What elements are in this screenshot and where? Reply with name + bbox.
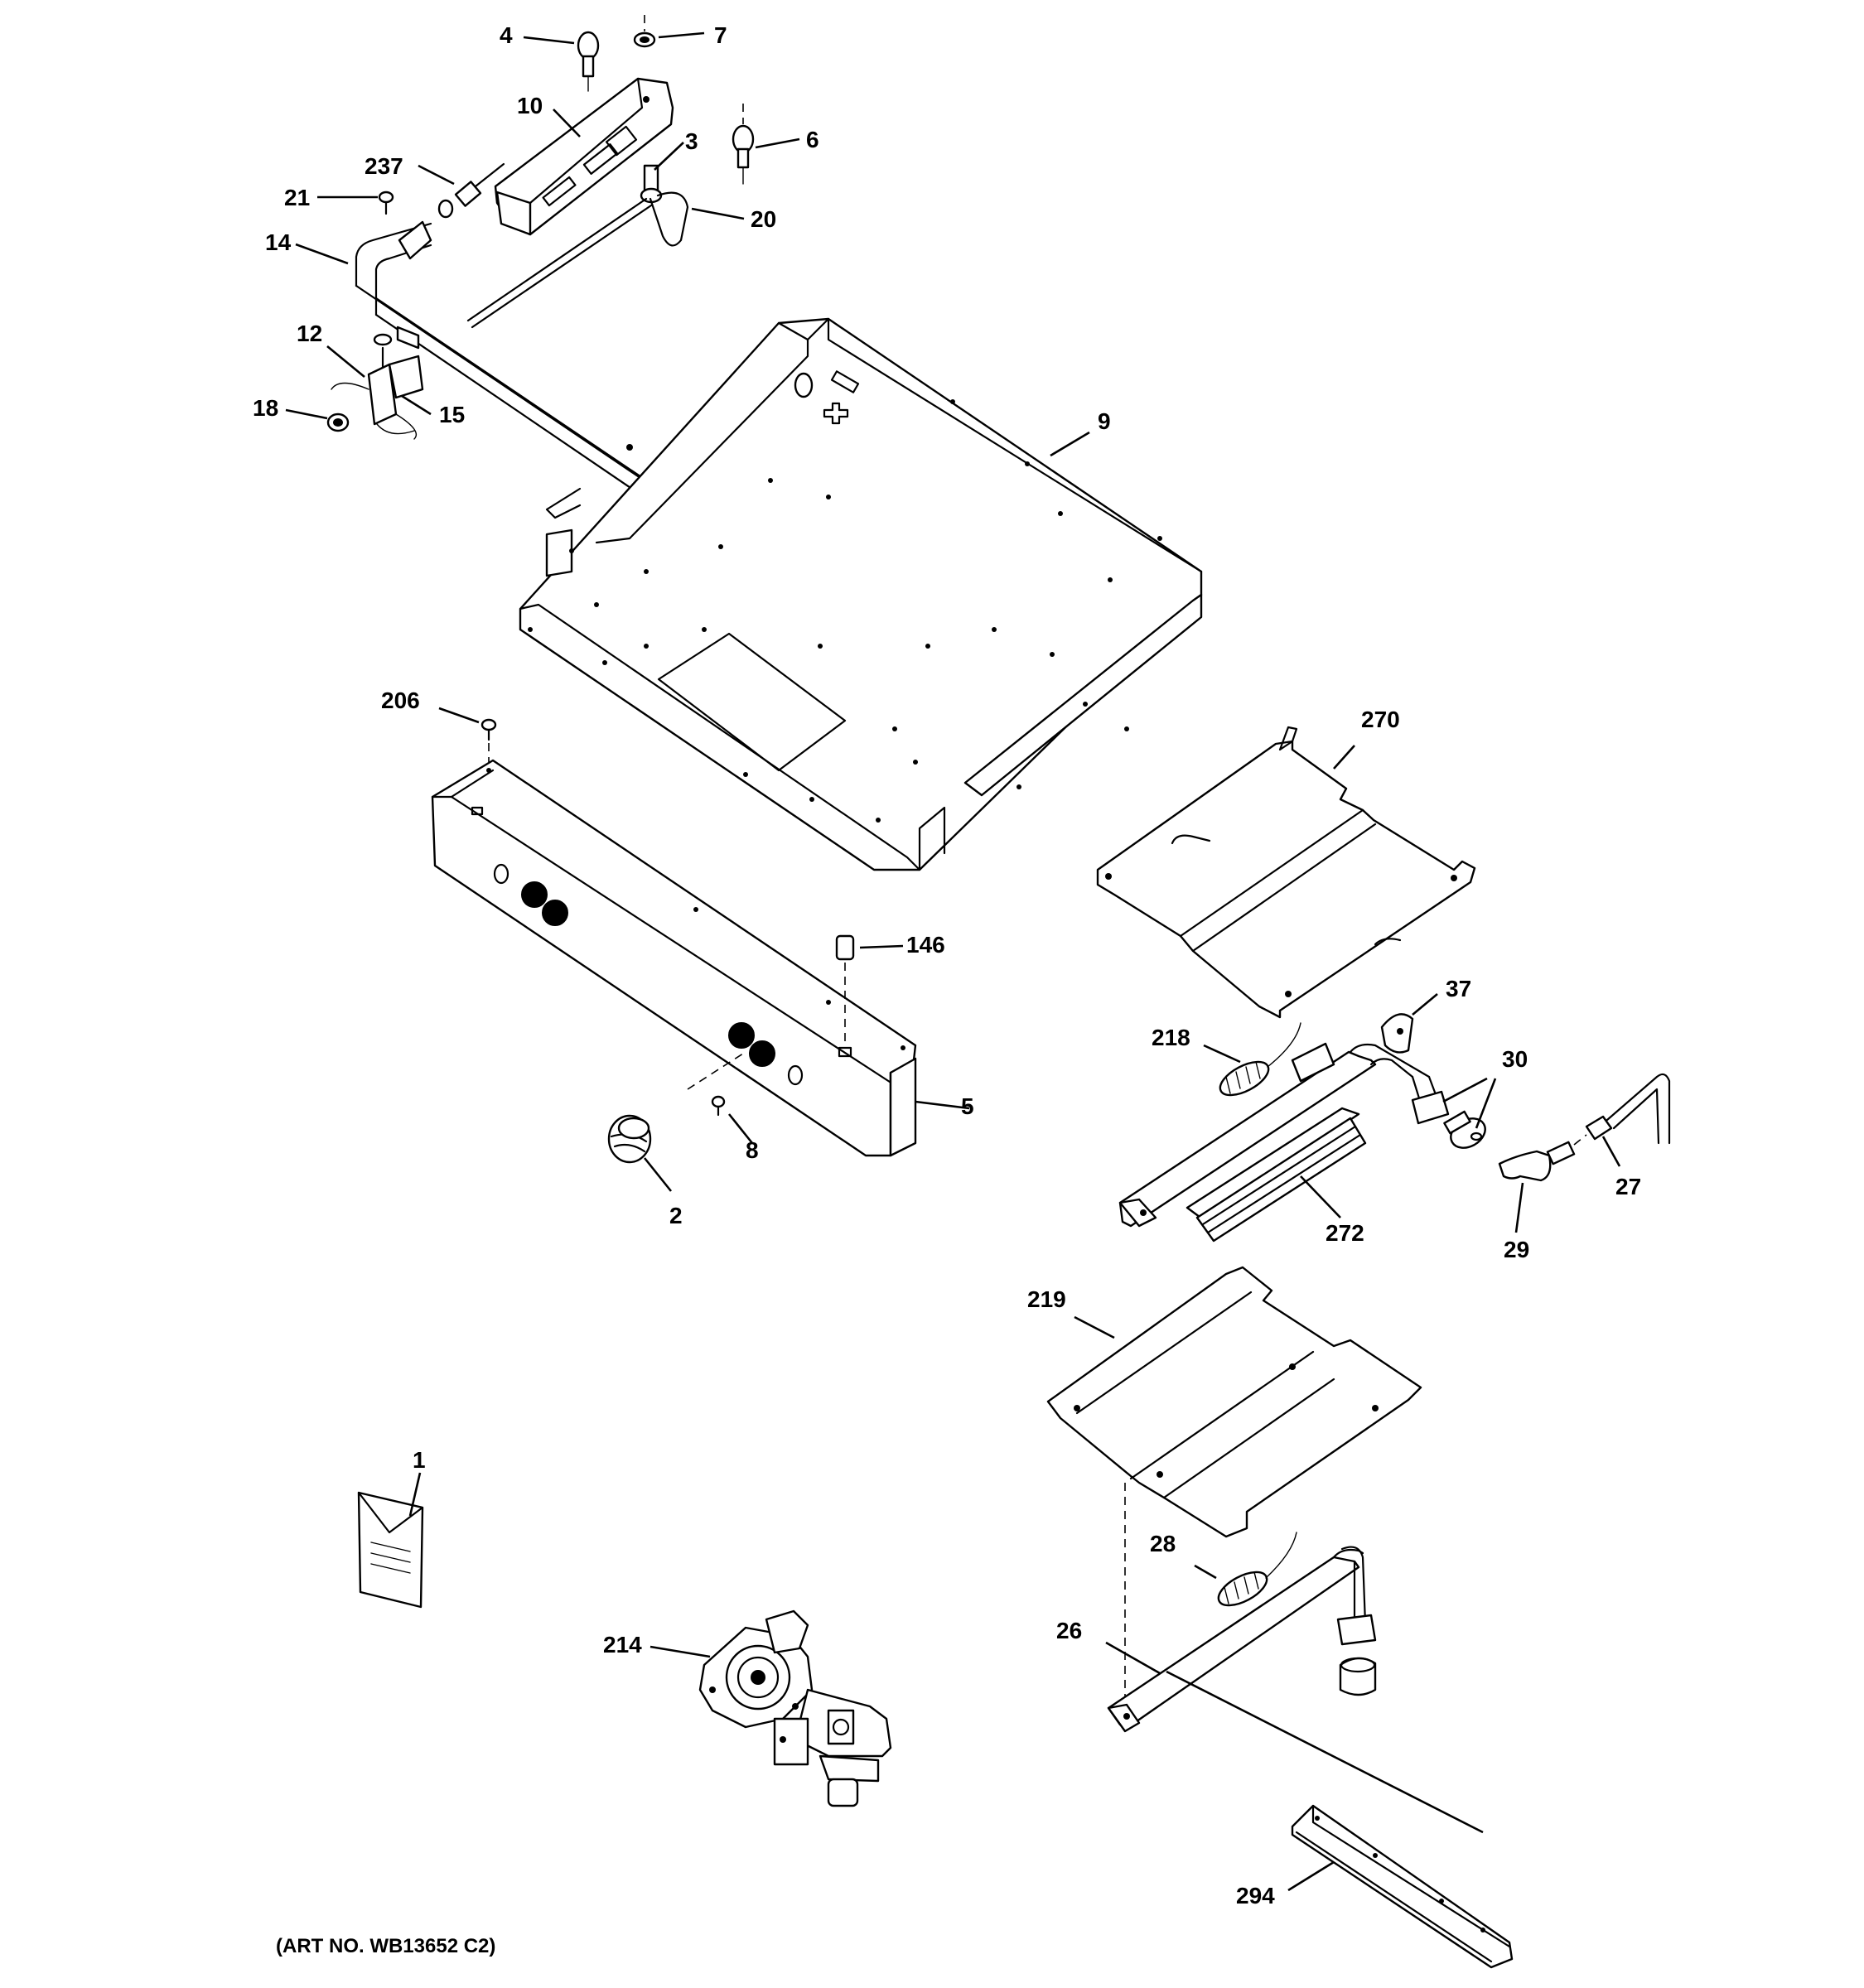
callout-14: 14 — [265, 229, 292, 255]
callout-218: 218 — [1152, 1025, 1190, 1050]
callout-labels: 4 7 10 3 6 237 21 20 14 12 18 15 9 206 2… — [253, 22, 1641, 1908]
callout-6: 6 — [806, 127, 819, 152]
callout-3: 3 — [685, 128, 698, 154]
part-3-orifice — [640, 164, 663, 204]
part-21-screw — [378, 191, 394, 215]
part-20-tube — [466, 191, 689, 329]
callout-21: 21 — [284, 185, 310, 210]
callout-146: 146 — [906, 932, 945, 958]
part-37-bracket — [1380, 1013, 1414, 1054]
callout-270: 270 — [1361, 707, 1400, 732]
part-10-bracket — [494, 77, 674, 236]
callout-18: 18 — [253, 395, 278, 421]
callout-9: 9 — [1098, 408, 1111, 434]
callout-28: 28 — [1150, 1531, 1176, 1556]
leader-lines — [285, 31, 1621, 1892]
part-206-screw — [480, 718, 497, 762]
part-2-knob — [607, 1114, 652, 1164]
callout-15: 15 — [439, 402, 465, 427]
part-7-washer — [633, 15, 656, 48]
part-6-valve — [732, 104, 755, 185]
part-27-tube — [1573, 1073, 1671, 1146]
part-9-burner-box — [519, 317, 1203, 871]
callout-237: 237 — [365, 153, 403, 179]
callout-2: 2 — [669, 1203, 683, 1228]
callout-27: 27 — [1615, 1174, 1641, 1199]
part-26-burner-tube — [1107, 1546, 1377, 1733]
part-8-screw — [687, 1051, 746, 1117]
part-15-switch — [331, 333, 424, 440]
part-30-clips — [1443, 1110, 1486, 1149]
part-4-valve — [577, 31, 600, 92]
part-9-holes — [528, 399, 1162, 823]
manifold-assembly — [326, 15, 755, 514]
callout-1: 1 — [413, 1447, 426, 1473]
callout-214: 214 — [603, 1632, 642, 1657]
part-294-rail — [1291, 1804, 1514, 1969]
callout-8: 8 — [746, 1137, 759, 1163]
part-18-nut — [326, 413, 350, 432]
callout-26: 26 — [1056, 1618, 1082, 1643]
callout-29: 29 — [1504, 1237, 1529, 1262]
part-214-regulator-valve — [698, 1609, 892, 1807]
callout-5: 5 — [961, 1093, 974, 1119]
callout-37: 37 — [1446, 976, 1471, 1001]
part-1-literature-envelope — [357, 1491, 424, 1609]
callout-10: 10 — [517, 93, 543, 118]
callout-206: 206 — [381, 688, 420, 713]
part-237-fitting — [437, 162, 505, 219]
callout-219: 219 — [1027, 1286, 1066, 1312]
callout-12: 12 — [297, 321, 322, 346]
part-burner-tube-upper — [1118, 1042, 1450, 1228]
callout-7: 7 — [714, 22, 727, 48]
callout-20: 20 — [751, 206, 776, 232]
part-28-igniter — [1217, 1532, 1297, 1607]
part-219-shield — [1046, 1266, 1422, 1706]
part-5-control-panel — [431, 759, 917, 1157]
callout-294: 294 — [1236, 1883, 1275, 1908]
callout-4: 4 — [500, 22, 513, 48]
part-270-shield — [1096, 726, 1476, 1019]
part-29-elbow — [1498, 1141, 1576, 1182]
part-272-burner-plate — [1186, 1107, 1367, 1242]
part-146-clip — [835, 934, 855, 1058]
callout-272: 272 — [1326, 1220, 1364, 1246]
part-218-igniter — [1219, 1022, 1301, 1097]
callout-30: 30 — [1502, 1046, 1528, 1072]
art-number-note: (ART NO. WB13652 C2) — [276, 1935, 495, 1957]
